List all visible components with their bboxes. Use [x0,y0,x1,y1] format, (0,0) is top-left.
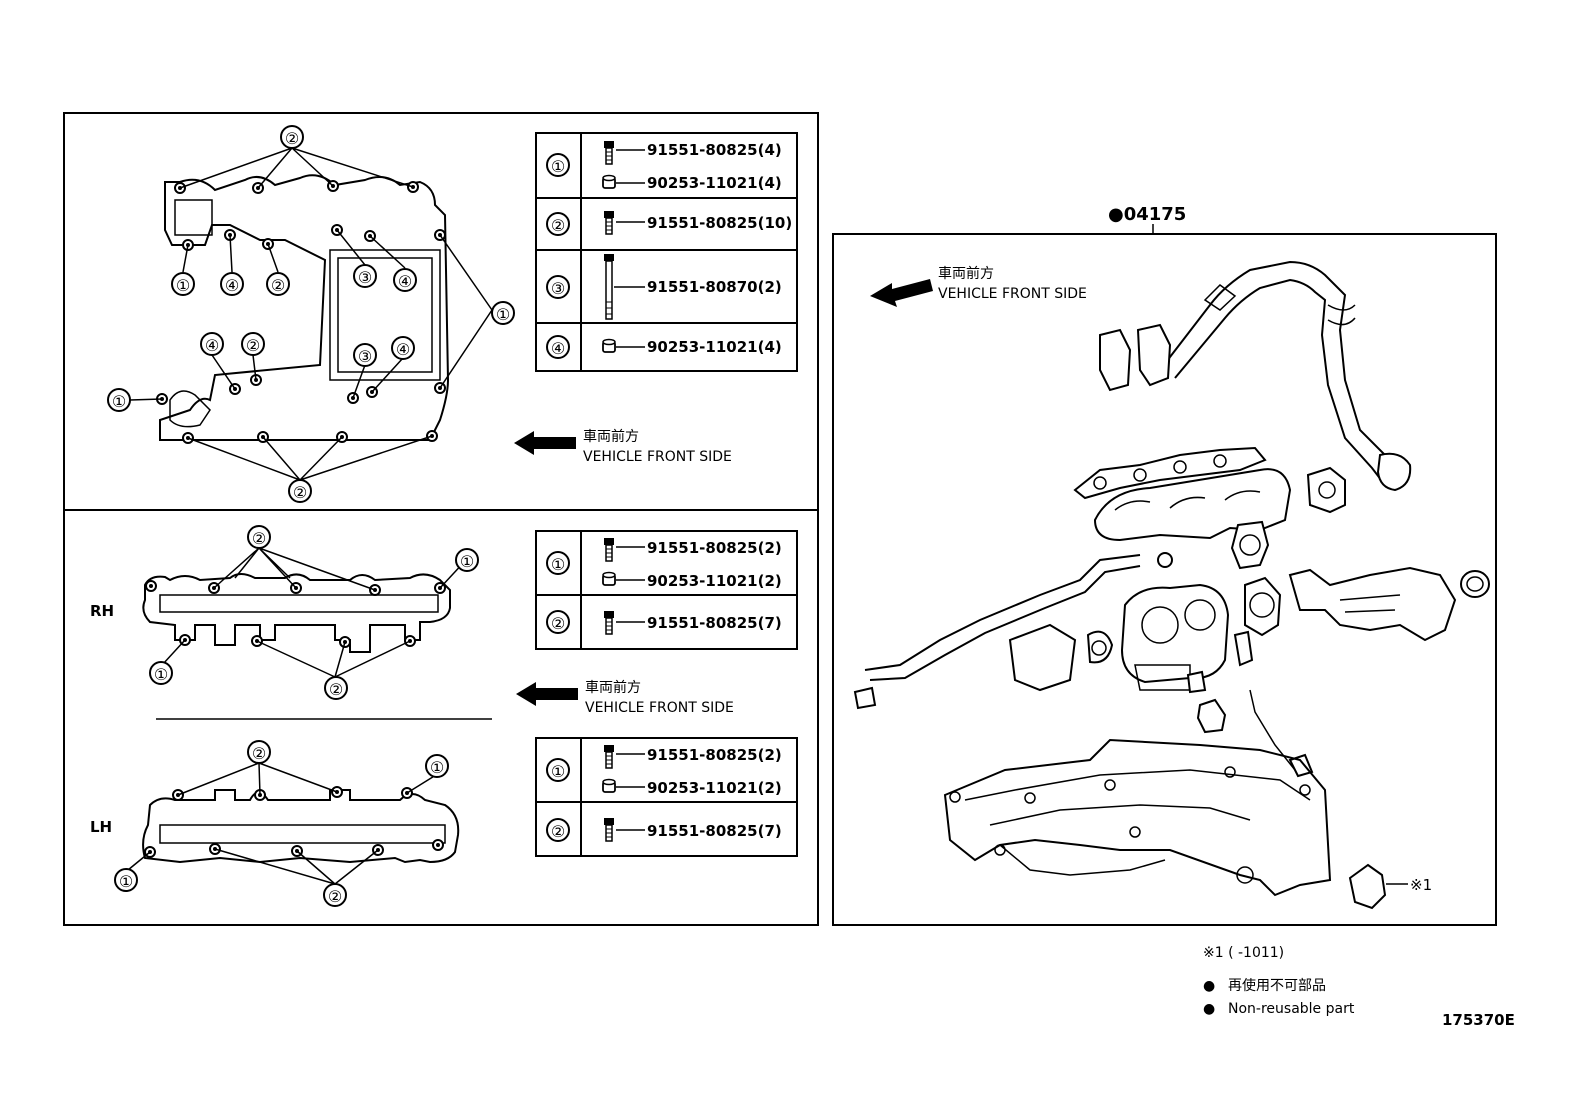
kit-part-number: ●04175 [1108,204,1186,225]
front-side-arrow-kit [870,279,933,307]
svg-text:VEHICLE FRONT SIDE: VEHICLE FRONT SIDE [583,449,732,465]
svg-text:90253-11021(2): 90253-11021(2) [647,779,782,797]
svg-text:④: ④ [551,339,565,358]
svg-text:90253-11021(2): 90253-11021(2) [647,572,782,590]
svg-text:②: ② [551,614,565,633]
svg-text:91551-80870(2): 91551-80870(2) [647,278,782,296]
footnote-range: ※1 ( -1011) [1203,945,1284,961]
footnotes: ※1 ( -1011) ● 再使用不可部品 ● Non-reusable par… [1203,945,1515,1029]
svg-text:④: ④ [398,272,412,291]
svg-text:①: ① [551,555,565,574]
callout-bottom: ② [293,483,307,502]
svg-text:91551-80825(4): 91551-80825(4) [647,141,782,159]
note-mark-1: ※1 [1410,876,1432,894]
front-side-arrow-lower: 車両前方 VEHICLE FRONT SIDE [516,679,734,716]
svg-text:①: ① [176,276,190,295]
svg-text:①: ① [551,762,565,781]
front-side-arrow-upper: 車両前方 VEHICLE FRONT SIDE [514,428,732,465]
svg-text:①: ① [430,758,444,777]
svg-text:車両前方: 車両前方 [583,428,639,445]
rh-gasket-drawing: ② ① ① ② [142,525,479,700]
svg-text:②: ② [271,276,285,295]
lh-parts-table: ① ② 91551-80825(2) 90253-11021(2) 91551-… [535,737,798,857]
nonreusable-en: Non-reusable part [1228,1001,1355,1017]
svg-text:車両前方: 車両前方 [938,265,994,282]
left-panel-frame [63,112,819,926]
bullet-icon: ● [1203,1001,1215,1017]
svg-text:91551-80825(2): 91551-80825(2) [647,746,782,764]
callout-top: ② [285,129,299,148]
svg-text:③: ③ [358,268,372,287]
svg-text:90253-11021(4): 90253-11021(4) [647,174,782,192]
svg-text:91551-80825(2): 91551-80825(2) [647,539,782,557]
svg-text:④: ④ [225,276,239,295]
svg-text:VEHICLE FRONT SIDE: VEHICLE FRONT SIDE [938,286,1087,302]
bullet-icon: ● [1203,978,1215,994]
svg-text:①: ① [551,157,565,176]
svg-text:①: ① [154,665,168,684]
upper-parts-table: ① ② ③ ④ 91551-80825(4) 90253-11021(4) 91… [535,132,798,372]
upper-callouts: ② ② ① ① ① ④ ② ③ ④ ④ ② ③ ④ [107,125,515,503]
svg-text:車両前方: 車両前方 [585,679,641,696]
svg-text:②: ② [328,887,342,906]
svg-text:90253-11021(4): 90253-11021(4) [647,338,782,356]
svg-text:③: ③ [358,347,372,366]
gasket-kit-panel: ●04175 車両前方 VEHICLE FRONT SIDE [832,204,1497,926]
svg-text:②: ② [551,216,565,235]
rh-parts-table: ① ② 91551-80825(2) 90253-11021(2) 91551-… [535,530,798,650]
svg-text:②: ② [551,822,565,841]
upper-gasket-drawing [129,147,493,481]
svg-text:②: ② [252,529,266,548]
svg-text:②: ② [252,744,266,763]
svg-text:④: ④ [205,336,219,355]
lh-gasket-drawing: ② ① ① ② [114,740,460,907]
svg-text:91551-80825(7): 91551-80825(7) [647,614,782,632]
callout-right: ① [496,305,510,324]
svg-text:②: ② [246,336,260,355]
svg-text:91551-80825(10): 91551-80825(10) [647,214,792,232]
nonreusable-ja: 再使用不可部品 [1228,977,1326,994]
callout-left: ① [112,392,126,411]
svg-text:①: ① [460,552,474,571]
svg-text:③: ③ [551,279,565,298]
label-lh: LH [90,818,112,836]
svg-text:②: ② [329,680,343,699]
svg-text:④: ④ [396,340,410,359]
svg-text:91551-80825(7): 91551-80825(7) [647,822,782,840]
svg-text:①: ① [119,872,133,891]
label-rh: RH [90,602,114,620]
figure-id: 175370E [1442,1011,1515,1029]
svg-text:VEHICLE FRONT SIDE: VEHICLE FRONT SIDE [585,700,734,716]
